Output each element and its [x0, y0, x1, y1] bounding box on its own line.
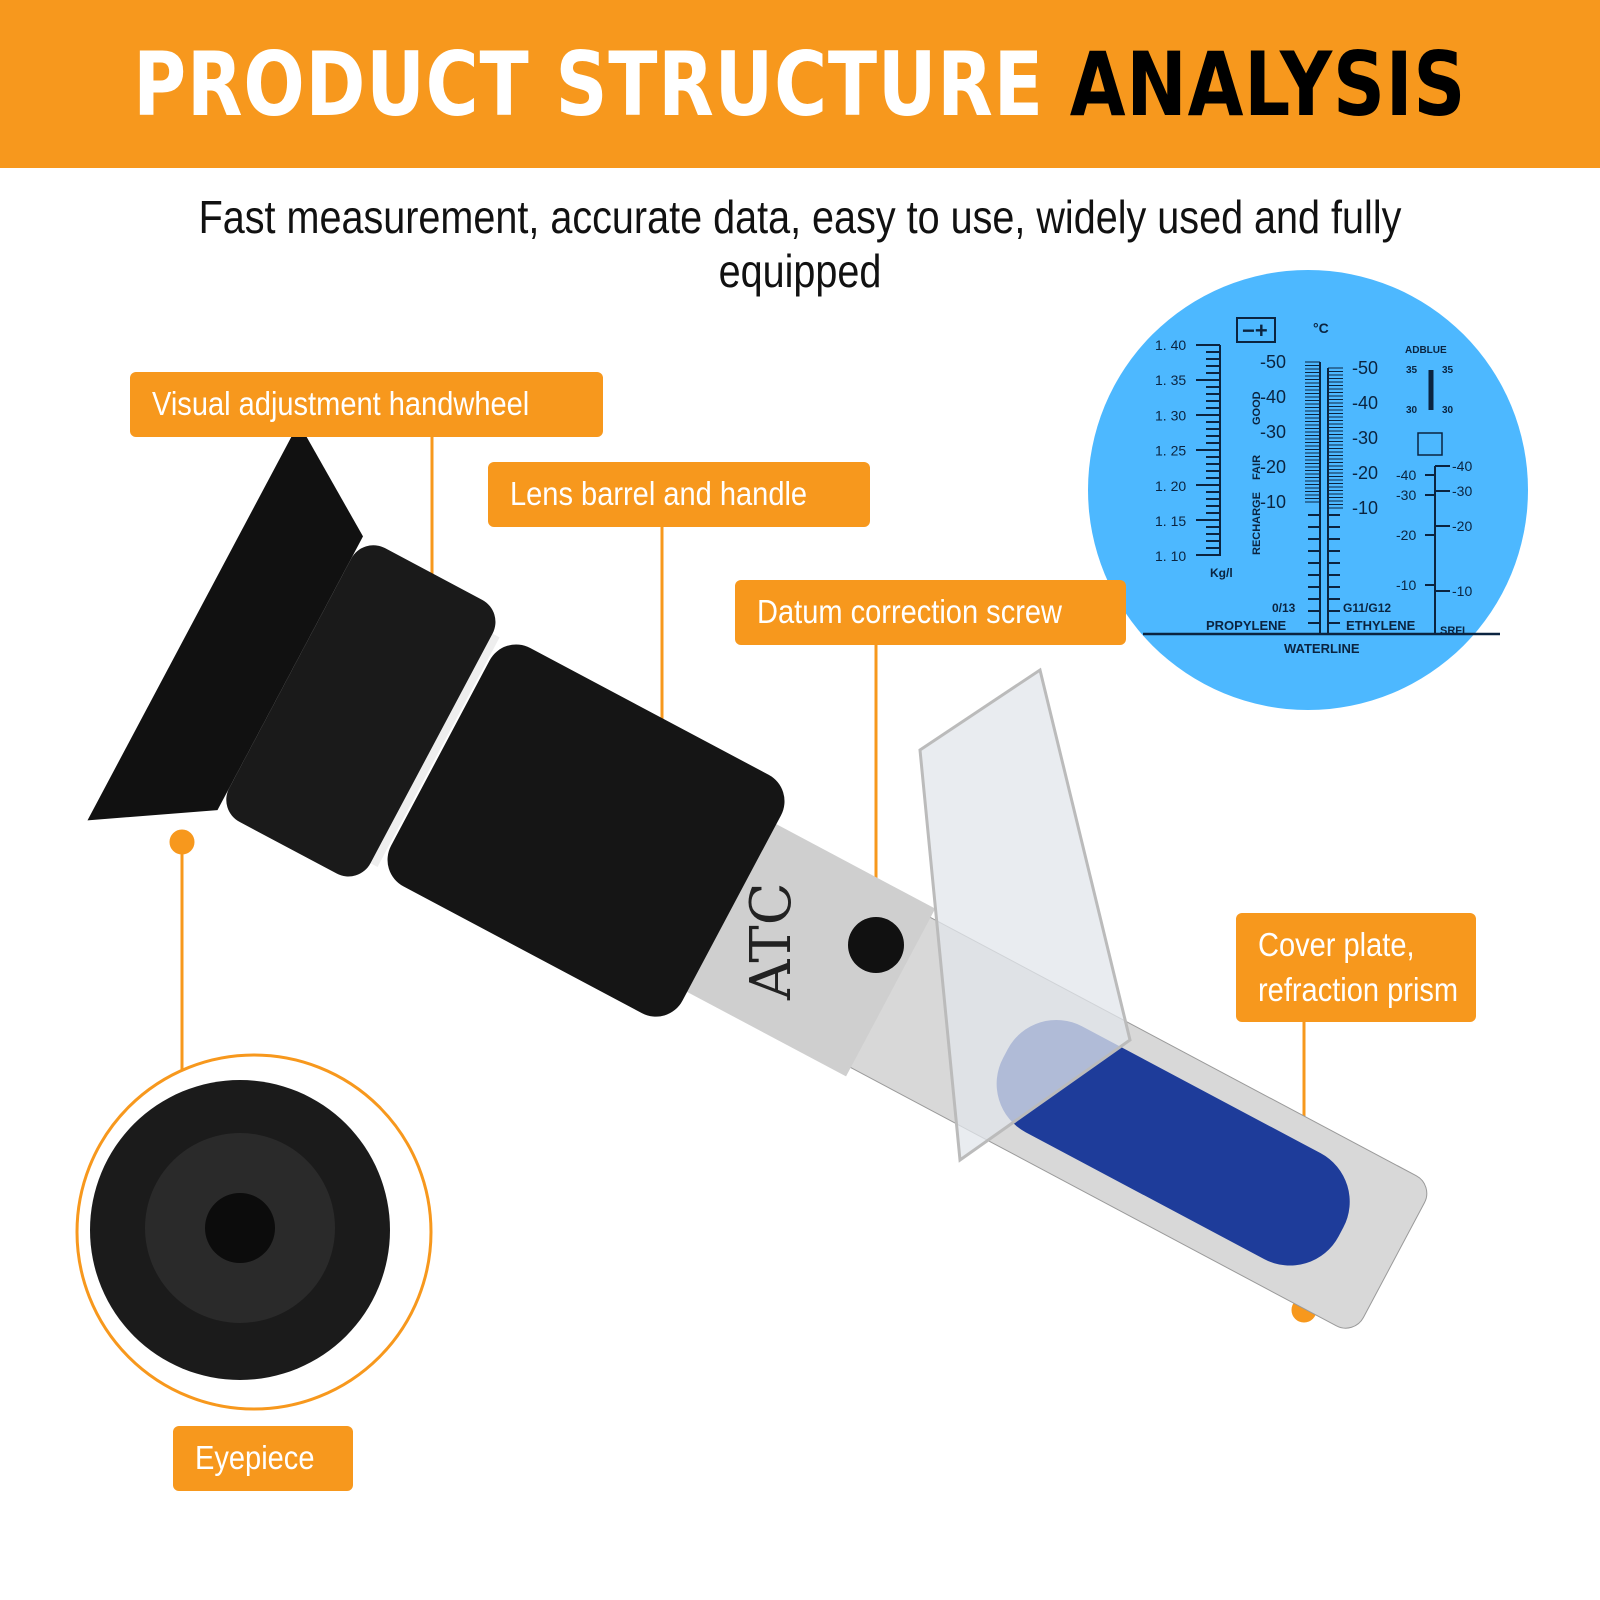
ethylene-tick-label: -30 [1352, 428, 1378, 448]
title-banner: PRODUCT STRUCTURE ANALYSIS [0, 0, 1600, 168]
svg-text:30: 30 [1442, 405, 1454, 416]
propylene-tick-label: -40 [1260, 387, 1286, 407]
svg-text:GOOD: GOOD [1251, 391, 1263, 425]
page-title: PRODUCT STRUCTURE ANALYSIS [133, 32, 1467, 136]
svg-text:35: 35 [1442, 365, 1454, 376]
svg-text:35: 35 [1406, 365, 1418, 376]
battery-icon [1236, 317, 1276, 343]
svg-text:WATERLINE: WATERLINE [1284, 641, 1360, 656]
ethylene-tick-label: -10 [1352, 498, 1378, 518]
refractometer: ATC [87, 422, 1428, 1329]
ethylene-tick-label: -40 [1352, 393, 1378, 413]
svg-text:G11/G12: G11/G12 [1343, 601, 1391, 615]
srfi-right-label: -40 [1452, 458, 1472, 474]
battery-tick-label: 1. 35 [1155, 372, 1186, 388]
srfi-left-label: -30 [1396, 487, 1416, 503]
svg-text:ETHYLENE: ETHYLENE [1346, 618, 1416, 633]
svg-text:PROPYLENE: PROPYLENE [1206, 618, 1287, 633]
label-barrel: Lens barrel and handle [488, 462, 870, 527]
battery-tick-label: 1. 25 [1155, 443, 1186, 459]
battery-tick-label: 1. 30 [1155, 407, 1186, 423]
svg-text:SRFI: SRFI [1440, 625, 1465, 637]
propylene-tick-label: -20 [1260, 457, 1286, 477]
book-icon [1417, 432, 1443, 456]
svg-text:−+: −+ [1242, 318, 1268, 343]
propylene-tick-label: -50 [1260, 352, 1286, 372]
battery-tick-label: 1. 40 [1155, 337, 1186, 353]
ethylene-tick-label: -50 [1352, 358, 1378, 378]
svg-text:Kg/l: Kg/l [1210, 566, 1233, 580]
svg-text:0/13: 0/13 [1272, 601, 1296, 615]
ethylene-tick-label: -20 [1352, 463, 1378, 483]
eyecup [87, 422, 364, 821]
svg-text:30: 30 [1406, 405, 1418, 416]
propylene-tick-label: -30 [1260, 422, 1286, 442]
svg-text:ADBLUE: ADBLUE [1405, 345, 1447, 356]
svg-text:RECHARGE: RECHARGE [1251, 492, 1263, 555]
svg-text:°C: °C [1313, 320, 1329, 336]
srfi-left-label: -20 [1396, 527, 1416, 543]
atc-marking: ATC [739, 882, 804, 1001]
label-eyepiece: Eyepiece [173, 1426, 353, 1491]
srfi-right-label: -20 [1452, 518, 1472, 534]
label-handwheel: Visual adjustment handwheel [130, 372, 603, 437]
eyepiece-inset [75, 1053, 433, 1411]
battery-tick-label: 1. 15 [1155, 513, 1186, 529]
handle [387, 644, 785, 1017]
svg-text:FAIR: FAIR [1251, 455, 1263, 480]
subtitle: Fast measurement, accurate data, easy to… [198, 191, 1402, 297]
cover-plate [918, 667, 1132, 1163]
srfi-right-label: -30 [1452, 483, 1472, 499]
srfi-right-label: -10 [1452, 583, 1472, 599]
srfi-left-label: -10 [1396, 577, 1416, 593]
correction-screw [848, 917, 904, 973]
handwheel [226, 545, 496, 877]
label-cover-plate: Cover plate,refraction prism [1236, 913, 1476, 1023]
battery-tick-label: 1. 10 [1155, 548, 1186, 564]
prism-window [996, 1019, 1350, 1266]
srfi-left-label: -40 [1396, 467, 1416, 483]
battery-tick-label: 1. 20 [1155, 478, 1186, 494]
scale-view: −+ 1. 40 1. 35 1. 30 1. 25 1. 20 1. 15 1. 10 K… [1088, 270, 1528, 710]
label-screw: Datum correction screw [735, 580, 1126, 645]
propylene-tick-label: -10 [1260, 492, 1286, 512]
